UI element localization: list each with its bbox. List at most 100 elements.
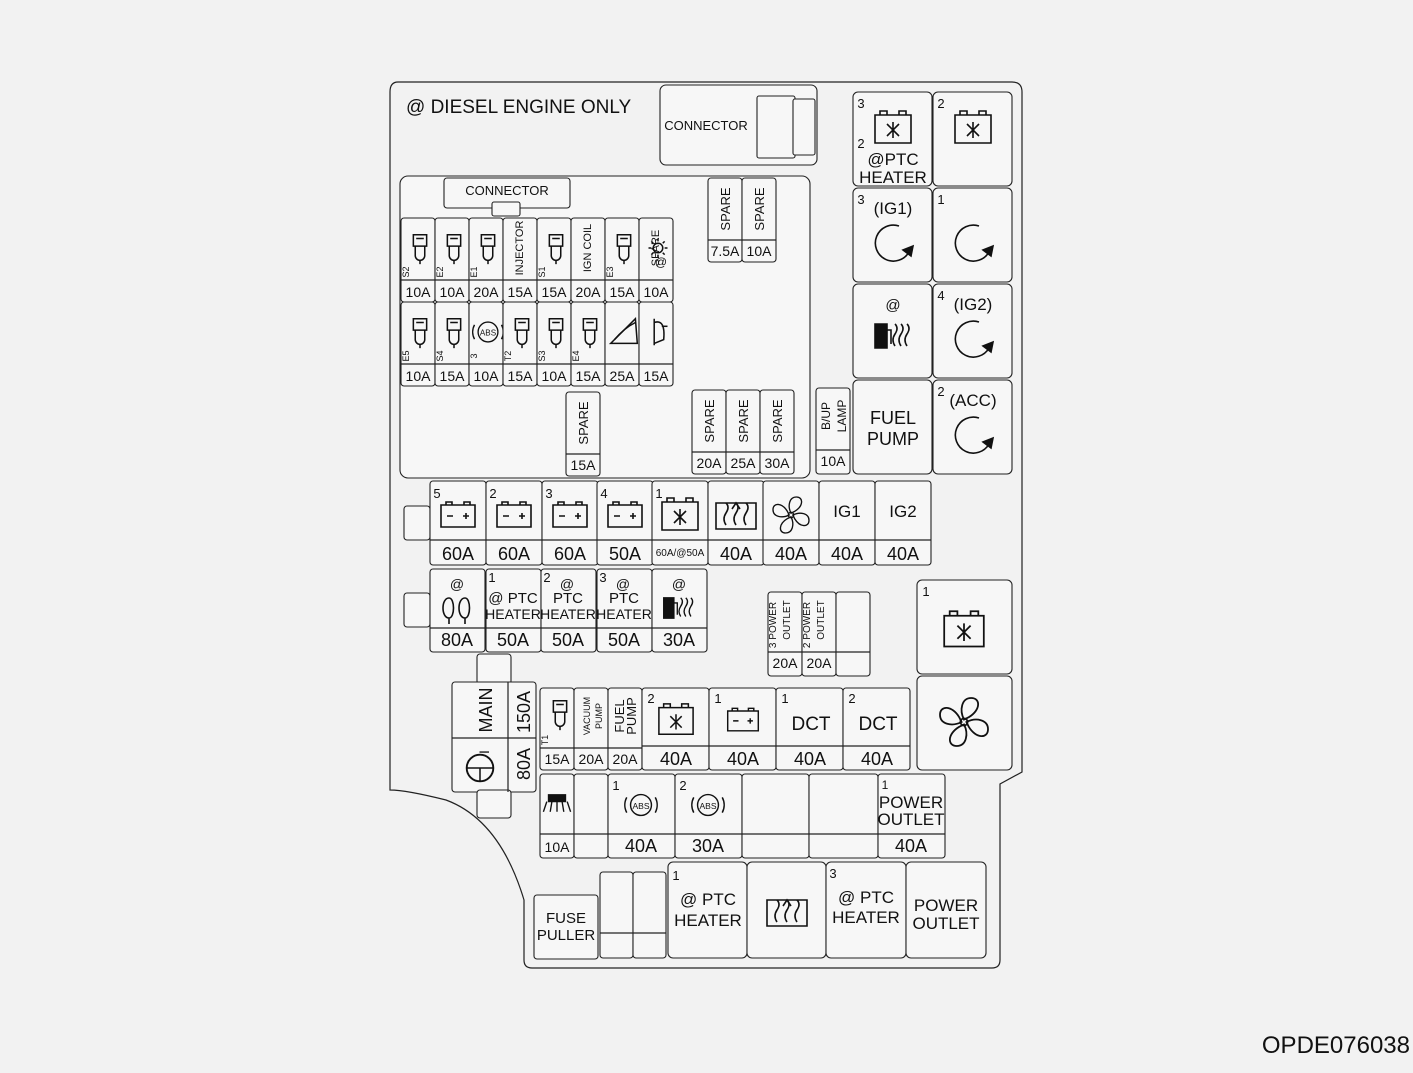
abs-text: ABS [632,801,649,811]
multi1-amp-8: 40A [887,544,919,564]
diesel-engine-note: @ DIESEL ENGINE ONLY [406,97,632,118]
row2-amp-5: 15A [576,368,602,384]
multi2-top-2: @ [560,576,574,592]
multi1-amp-4: 60A/@50A [656,548,705,559]
fan-relay-icon [954,110,992,144]
row1-code-5: IGN COIL [582,224,594,272]
bottom-relay-label-b-3: HEATER [832,908,900,927]
battery-icon [607,501,643,528]
row4-abs-num-1: 2 [679,778,686,793]
row1-amp-6: 15A [610,284,636,300]
row1-amp-2: 20A [474,284,500,300]
washer-icon-path [547,794,567,803]
blower-fan-icon [772,496,810,534]
fan-blade [772,503,791,518]
fan-blade [791,512,810,527]
battery-icon-path [501,501,527,505]
rear-defrost-icon [766,898,808,927]
injector-icon [548,233,564,265]
injector-icon [552,699,568,731]
small-outlet-label-a-0: 3 POWER [768,602,779,648]
fuel-heater-icon-path [887,329,892,344]
rear-defrost-icon-path [766,899,808,927]
row1-code-4: S1 [537,266,547,277]
abs-text: ABS [480,329,497,338]
injector-icon [446,233,462,265]
ignition-arrow-icon-path [901,244,915,258]
glow-plug-icon-path [442,597,455,624]
multi1-amp-3: 50A [609,544,641,564]
battery-icon-path [612,501,638,505]
right-relay-num-3: 1 [937,192,944,207]
injector-icon-path [414,330,426,346]
right-relay-label-b-0: HEATER [859,168,927,187]
right-relay-label-5: (IG2) [954,295,993,314]
fan-relay-icon-path [886,122,900,138]
row4-outlet-amp: 40A [895,836,927,856]
row3-large-num-1: 1 [714,691,721,706]
rear-defrost-icon-path [794,899,800,923]
injector-icon-path [446,233,462,247]
multi1-amp-0: 60A [442,544,474,564]
ignition-arrow-icon-path [874,224,910,262]
top-spare-1 [741,177,777,263]
row3-large-num-0: 2 [647,691,654,706]
row4-empty-2 [741,773,810,859]
battery-icon-path [614,513,636,519]
multi1-label-7: IG1 [833,502,860,521]
glow-plug-icon [442,597,471,624]
main-fuse-amp-2: 80A [514,748,534,780]
right-relay-r4 [932,187,1013,283]
row1-amp-0: 10A [406,284,432,300]
right-relay-r3 [852,187,933,283]
multi2-top-4: @ [672,576,686,592]
blower-fan-icon [939,697,989,747]
fuel-heater-icon [874,323,910,349]
multi2-label-a-3: PTC [609,590,639,607]
row-m1-bracket [403,505,431,541]
washer-icon-path [542,801,572,813]
multi2-top-0: @ [450,576,464,592]
multi2-fuse-2 [540,568,597,653]
injector-icon-path [516,330,528,346]
row1-code-7: SPARE [650,230,662,266]
horn-icon [653,318,668,346]
fuel-heater-icon-path [678,597,694,617]
row1-code-3: INJECTOR [514,221,526,276]
fan-relay-icon-path [669,714,683,730]
steering-icon [465,753,495,783]
fuse-puller-label-b: PULLER [537,927,596,944]
abs-icon: ABS [691,793,725,817]
housing-outline [389,81,1023,969]
bottom-relay-outlet [905,861,987,959]
top-spare-label-0: SPARE [718,187,733,230]
multi2-label-b-3: HEATER [596,606,652,622]
bottom-outlet-label-a: POWER [914,896,978,915]
abs-text: ABS [699,801,716,811]
abs-icon: ABS [624,793,658,817]
mid-spare-0 [565,391,601,477]
top-connector-label: CONNECTOR [664,118,748,133]
row2-amp-4: 10A [542,368,568,384]
injector-icon [480,233,496,265]
battery-icon [496,501,532,528]
wiper-icon-path [613,321,636,341]
multi1-amp-5: 40A [720,544,752,564]
row3-large-label-3: DCT [858,714,897,735]
right-relay-num-1: 2 [937,96,944,111]
row4-outlet-label-b: OUTLET [877,810,944,829]
row2-code-4: S3 [537,350,547,361]
row3-large-amp-1: 40A [727,749,759,769]
injector-icon-path [414,246,426,262]
row2-amp-7: 15A [644,368,670,384]
injector-icon-path [514,317,530,331]
row4-abs-num-0: 1 [612,778,619,793]
glow-plug-icon-path [458,597,471,624]
top-spare-label-1: SPARE [752,187,767,230]
right-relay-sub-0: 2 [857,136,864,151]
row4-abs-amp-0: 40A [625,836,657,856]
rear-defrost-icon-path [774,899,780,923]
row2-code-1: S4 [435,350,445,361]
sun-icon [648,238,668,258]
